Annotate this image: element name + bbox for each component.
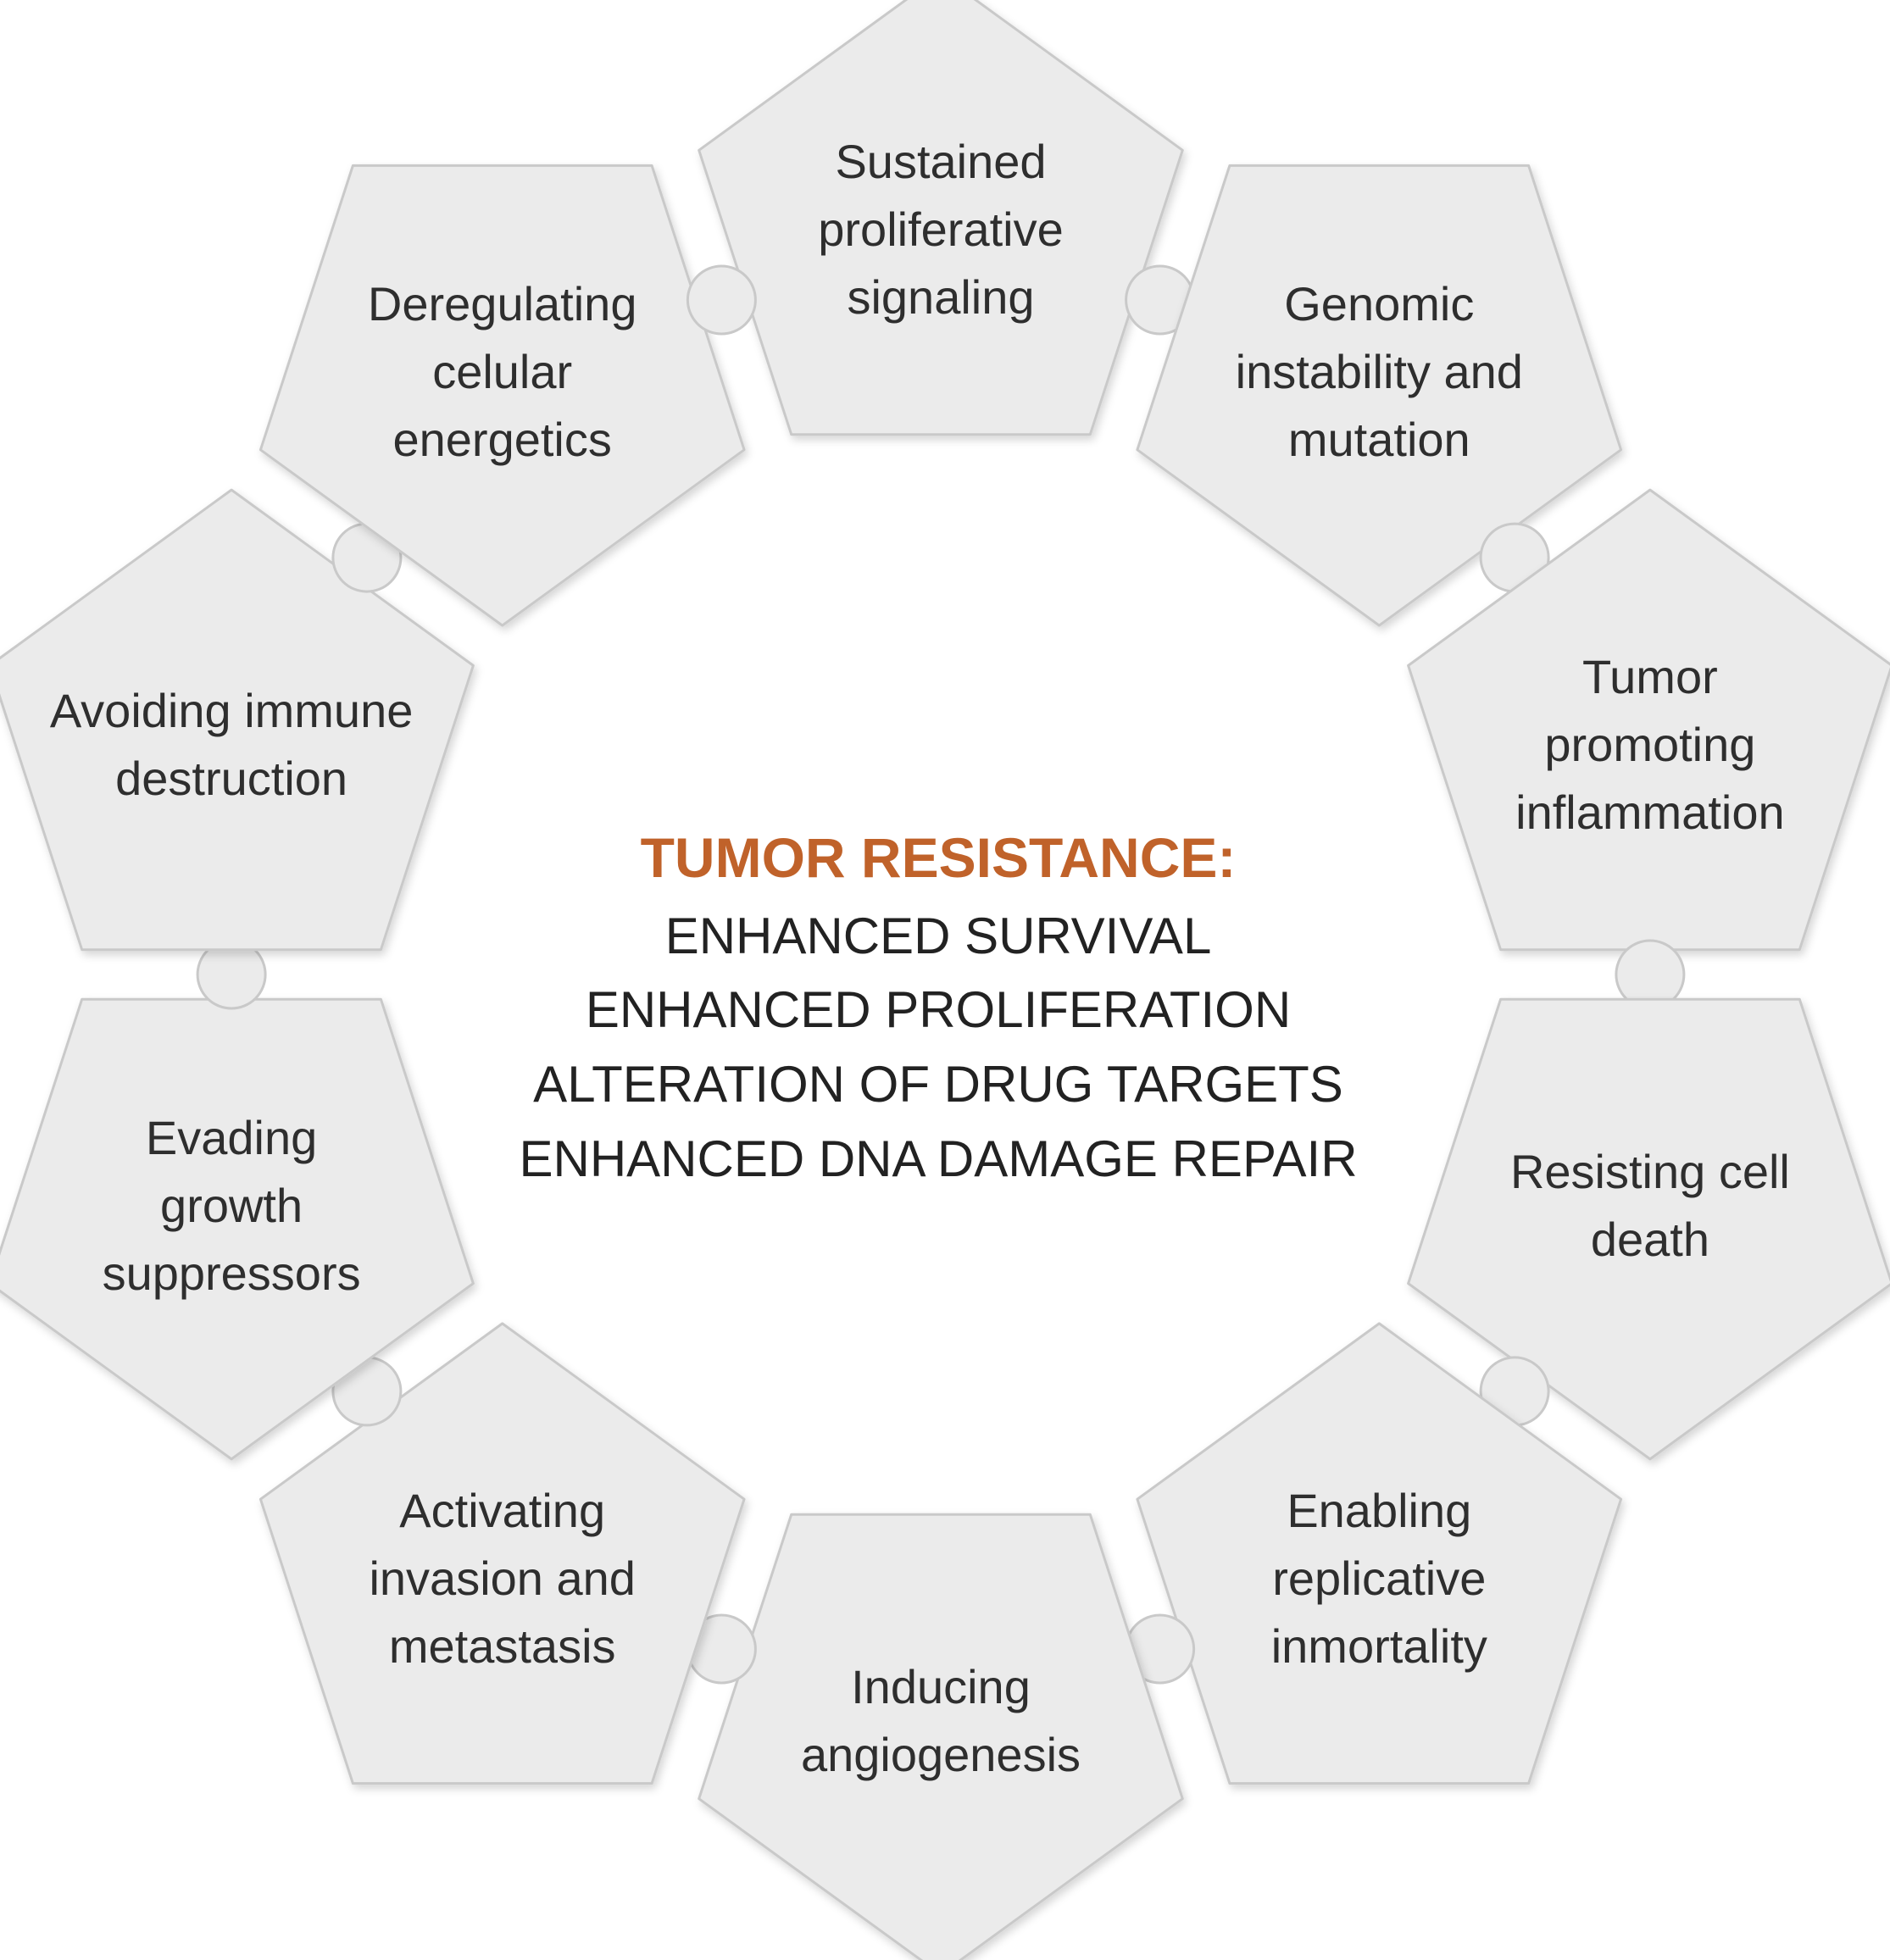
hallmark-label-line: Resisting cell bbox=[1510, 1145, 1790, 1198]
puzzle-piece-evading-growth-suppressors bbox=[0, 997, 475, 1461]
puzzle-piece-enabling-replicative-inmortality bbox=[1136, 1322, 1623, 1785]
hallmark-label-line: death bbox=[1591, 1213, 1709, 1266]
hallmark-label-line: promoting bbox=[1544, 718, 1755, 771]
puzzle-piece-tumor-promoting-inflammation bbox=[1407, 488, 1890, 952]
center-summary: TUMOR RESISTANCE: ENHANCED SURVIVAL ENHA… bbox=[519, 826, 1357, 1187]
hallmark-label-line: Sustained bbox=[835, 135, 1046, 188]
puzzle-piece-resisting-cell-death bbox=[1407, 997, 1890, 1461]
hallmark-label-line: celular bbox=[432, 345, 572, 398]
hallmark-label-line: Inducing bbox=[851, 1660, 1031, 1713]
hallmark-label-line: Avoiding immune bbox=[50, 684, 414, 737]
hallmark-label-sustained-proliferative-signaling: Sustained proliferative signaling bbox=[818, 135, 1063, 324]
hallmark-label-inducing-angiogenesis: Inducing angiogenesis bbox=[801, 1660, 1081, 1781]
hallmark-label-line: inmortality bbox=[1271, 1619, 1487, 1673]
hallmark-label-line: Tumor bbox=[1582, 650, 1718, 703]
hallmark-label-line: inflammation bbox=[1515, 786, 1784, 839]
hallmark-label-line: instability and bbox=[1236, 345, 1523, 398]
hallmark-label-line: Genomic bbox=[1284, 277, 1474, 330]
hallmark-label-evading-growth-suppressors: Evading growth suppressors bbox=[103, 1111, 361, 1300]
puzzle-labels-layer: Sustained proliferative signaling Genomic in… bbox=[50, 135, 1790, 1781]
hallmark-label-line: destruction bbox=[115, 752, 347, 805]
puzzle-piece-avoiding-immune-destruction bbox=[0, 488, 475, 952]
hallmark-label-line: suppressors bbox=[103, 1247, 361, 1300]
center-line-dna-repair: ENHANCED DNA DAMAGE REPAIR bbox=[519, 1130, 1357, 1187]
hallmark-label-line: proliferative bbox=[818, 203, 1063, 256]
hallmark-label-tumor-promoting-inflammation: Tumor promoting inflammation bbox=[1515, 650, 1784, 839]
center-line-survival: ENHANCED SURVIVAL bbox=[665, 908, 1212, 964]
hallmark-label-avoiding-immune-destruction: Avoiding immune destruction bbox=[50, 684, 414, 805]
hallmark-label-line: growth bbox=[160, 1179, 303, 1232]
hallmark-label-line: metastasis bbox=[389, 1619, 616, 1673]
center-line-drug-targets: ALTERATION OF DRUG TARGETS bbox=[533, 1056, 1343, 1113]
puzzle-piece-genomic-instability bbox=[1136, 164, 1623, 627]
hallmark-label-line: energetics bbox=[393, 413, 612, 466]
hallmark-label-genomic-instability: Genomic instability and mutation bbox=[1236, 277, 1523, 466]
hallmark-label-enabling-replicative-inmortality: Enabling replicative inmortality bbox=[1271, 1484, 1487, 1673]
hallmark-label-deregulating-cellular-energetics: Deregulating celular energetics bbox=[368, 277, 637, 466]
hallmark-label-line: Evading bbox=[146, 1111, 317, 1164]
hallmark-label-line: Enabling bbox=[1287, 1484, 1471, 1537]
hallmark-label-line: invasion and bbox=[369, 1552, 635, 1605]
hallmark-label-activating-invasion: Activating invasion and metastasis bbox=[369, 1484, 635, 1673]
puzzle-knob-deregulating-cellular-energetics bbox=[686, 264, 757, 336]
puzzle-piece-inducing-angiogenesis bbox=[698, 1513, 1184, 1960]
hallmark-label-line: signaling bbox=[847, 270, 1034, 324]
hallmark-label-line: Deregulating bbox=[368, 277, 637, 330]
puzzle-piece-activating-invasion bbox=[258, 1322, 746, 1785]
hallmark-label-line: mutation bbox=[1288, 413, 1470, 466]
center-title: TUMOR RESISTANCE: bbox=[641, 826, 1237, 889]
hallmark-label-line: replicative bbox=[1272, 1552, 1486, 1605]
puzzle-piece-deregulating-cellular-energetics bbox=[258, 164, 746, 627]
hallmark-label-resisting-cell-death: Resisting cell death bbox=[1510, 1145, 1790, 1266]
hallmark-label-line: Activating bbox=[399, 1484, 605, 1537]
center-line-proliferation: ENHANCED PROLIFERATION bbox=[586, 981, 1291, 1038]
puzzle-piece-sustained-proliferative-signaling bbox=[698, 0, 1184, 436]
hallmark-label-line: angiogenesis bbox=[801, 1728, 1081, 1781]
